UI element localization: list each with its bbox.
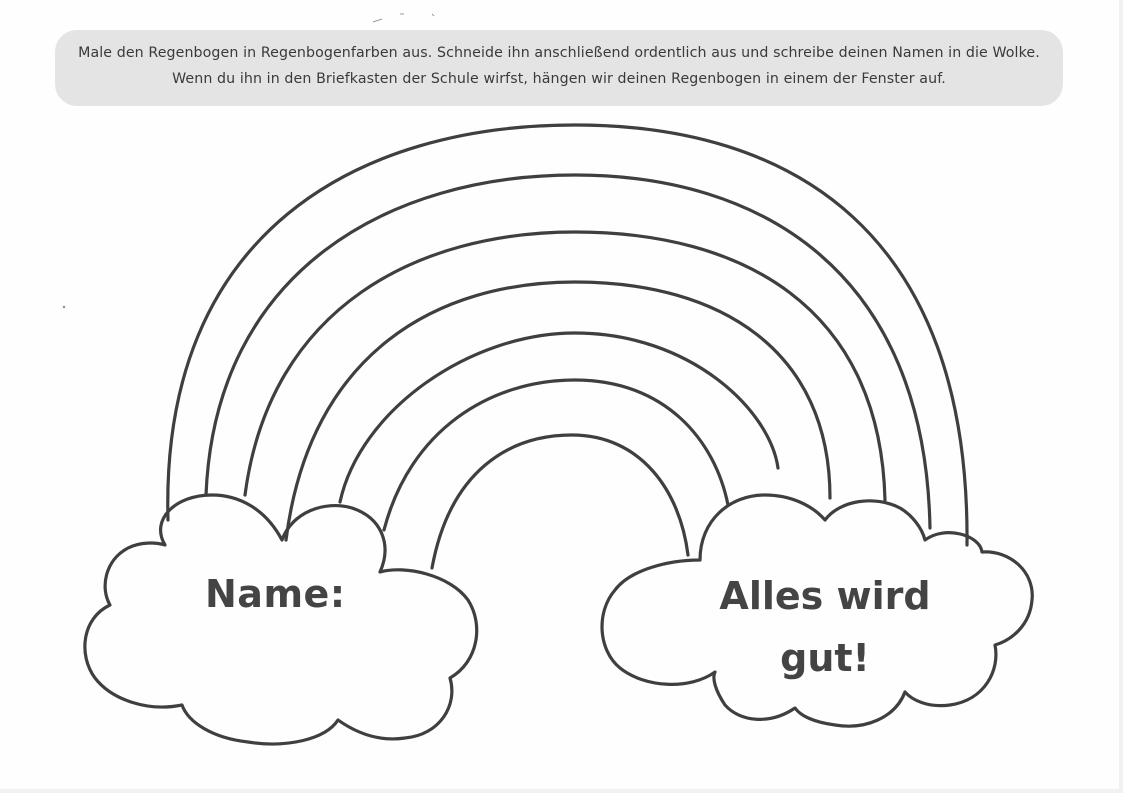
page-bottom-edge [0,789,1123,793]
rainbow-arc-7 [430,433,690,570]
rainbow-arc-6 [382,378,730,532]
scan-specks [372,13,435,23]
instruction-line-2: Wenn du ihn in den Briefkasten der Schul… [172,71,946,87]
rainbow-arc-3 [243,230,887,502]
right-cloud-outline [600,493,1034,728]
scan-dot [62,305,66,309]
rainbow-arc-5 [338,331,780,504]
rainbow-arc-1 [166,123,969,547]
instruction-box: Male den Regenbogen in Regenbogenfarben … [55,30,1063,106]
slogan-line-2: gut! [780,636,870,680]
slogan-text: Alles wird gut! [700,565,950,689]
slogan-line-1: Alles wird [719,574,931,618]
page-right-edge [1119,0,1123,793]
instruction-line-1: Male den Regenbogen in Regenbogenfarben … [78,45,1040,61]
left-cloud-outline [83,493,479,746]
name-label: Name: [205,572,346,616]
rainbow-arc-4 [284,280,832,542]
rainbow-arc-2 [204,173,932,530]
